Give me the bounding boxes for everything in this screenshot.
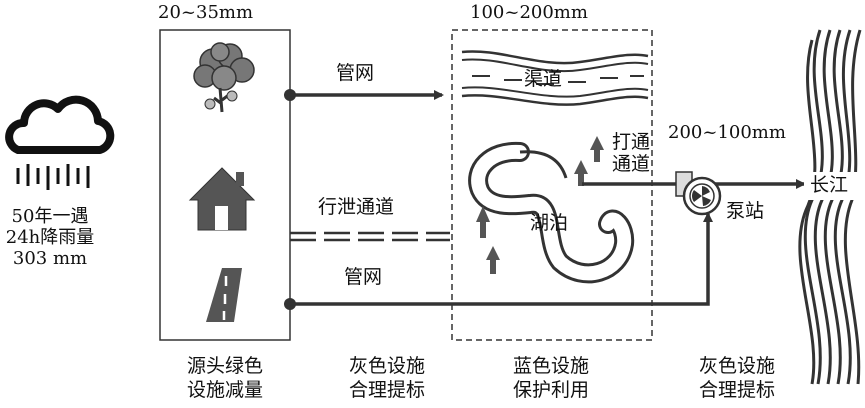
pipe-network-top-label: 管网	[336, 62, 375, 84]
dredge-channel-label-2: 通道	[612, 153, 651, 175]
dredge-channel-label-1: 打通	[612, 131, 651, 153]
pipe-network-top-arrow	[284, 89, 444, 101]
lake-shape	[468, 141, 635, 284]
pump-station-label: 泵站	[726, 200, 765, 222]
canal-shape	[461, 50, 649, 106]
blue-capacity-label: 100~200mm	[470, 2, 588, 23]
drainage-channel-label: 行泄通道	[318, 196, 395, 218]
pipe-network-bottom-label: 管网	[344, 266, 383, 288]
stage-caption-blue: 蓝色设施 保护利用	[512, 355, 589, 401]
tree-icon	[193, 42, 255, 113]
river-label: 长江	[810, 174, 849, 196]
canal-label: 渠道	[524, 68, 563, 90]
pump-capacity-label: 200~100mm	[668, 122, 786, 143]
rainfall-amount: 303 mm	[12, 248, 88, 269]
green-capacity-label: 20~35mm	[158, 2, 254, 23]
rainfall-label: 50年一遇 24h降雨量 303 mm	[0, 206, 100, 269]
yangtze-river-shape	[798, 29, 862, 385]
lake-label: 湖泊	[530, 212, 569, 234]
stage-caption-grey-2: 灰色设施 合理提标	[698, 355, 775, 401]
road-icon	[206, 268, 242, 322]
pipe-network-bottom-arrow	[284, 212, 713, 310]
rain-cloud-icon	[5, 95, 115, 190]
house-icon	[188, 167, 256, 231]
stage-caption-green: 源头绿色 设施减量	[186, 355, 263, 401]
rainfall-return-period: 50年一遇	[11, 206, 89, 227]
drainage-channel-line	[290, 231, 450, 242]
infiltration-up-arrows	[476, 136, 604, 274]
river-label-background	[804, 172, 860, 200]
rainfall-duration: 24h降雨量	[5, 227, 95, 248]
pump-station-icon	[675, 171, 722, 216]
stage-caption-grey-1: 灰色设施 合理提标	[348, 355, 425, 401]
